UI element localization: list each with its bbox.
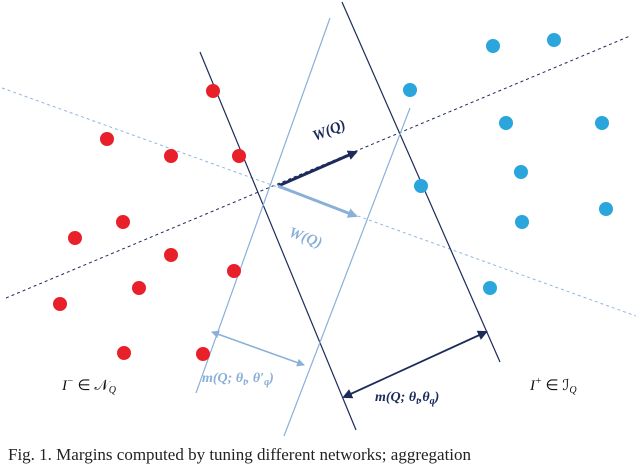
positive-set-label: I+ ∈ ℐQ	[529, 376, 577, 396]
positive-point	[595, 116, 609, 130]
margin-dark-arrow	[342, 330, 488, 399]
margin-dark-label: m(Q; θt,θq)	[375, 390, 439, 407]
positive-point	[499, 116, 513, 130]
negative-point	[68, 231, 82, 245]
negative-point	[164, 149, 178, 163]
negative-point	[116, 215, 130, 229]
w-dark-label: W(Q)	[311, 117, 349, 145]
positive-point	[599, 202, 613, 216]
positive-point	[486, 39, 500, 53]
dark-boundary-left	[199, 51, 357, 431]
margin-light-label: m(Q; θt, θ′q)	[202, 371, 274, 388]
w-light-label: W(Q)	[287, 225, 325, 252]
light-boundary-left	[195, 17, 331, 394]
negative-point	[206, 84, 220, 98]
positive-point	[515, 215, 529, 229]
negative-point	[53, 297, 67, 311]
negative-samples	[53, 84, 246, 361]
positive-point	[514, 165, 528, 179]
negative-point	[117, 346, 131, 360]
negative-set-label: I− ∈ 𝒩Q	[61, 376, 117, 396]
positive-point	[403, 83, 417, 97]
positive-samples	[403, 33, 613, 295]
negative-point	[227, 264, 241, 278]
negative-point	[164, 248, 178, 262]
w-light-arrow	[277, 184, 358, 218]
negative-point	[196, 347, 210, 361]
positive-point	[483, 281, 497, 295]
negative-point	[100, 132, 114, 146]
positive-point	[414, 179, 428, 193]
light-boundary-right	[283, 107, 411, 437]
w-dark-arrow	[277, 150, 358, 188]
margin-light-arrow	[211, 330, 305, 367]
figure-caption: Fig. 1. Margins computed by tuning diffe…	[8, 446, 472, 464]
negative-point	[232, 149, 246, 163]
positive-point	[547, 33, 561, 47]
negative-point	[132, 281, 146, 295]
